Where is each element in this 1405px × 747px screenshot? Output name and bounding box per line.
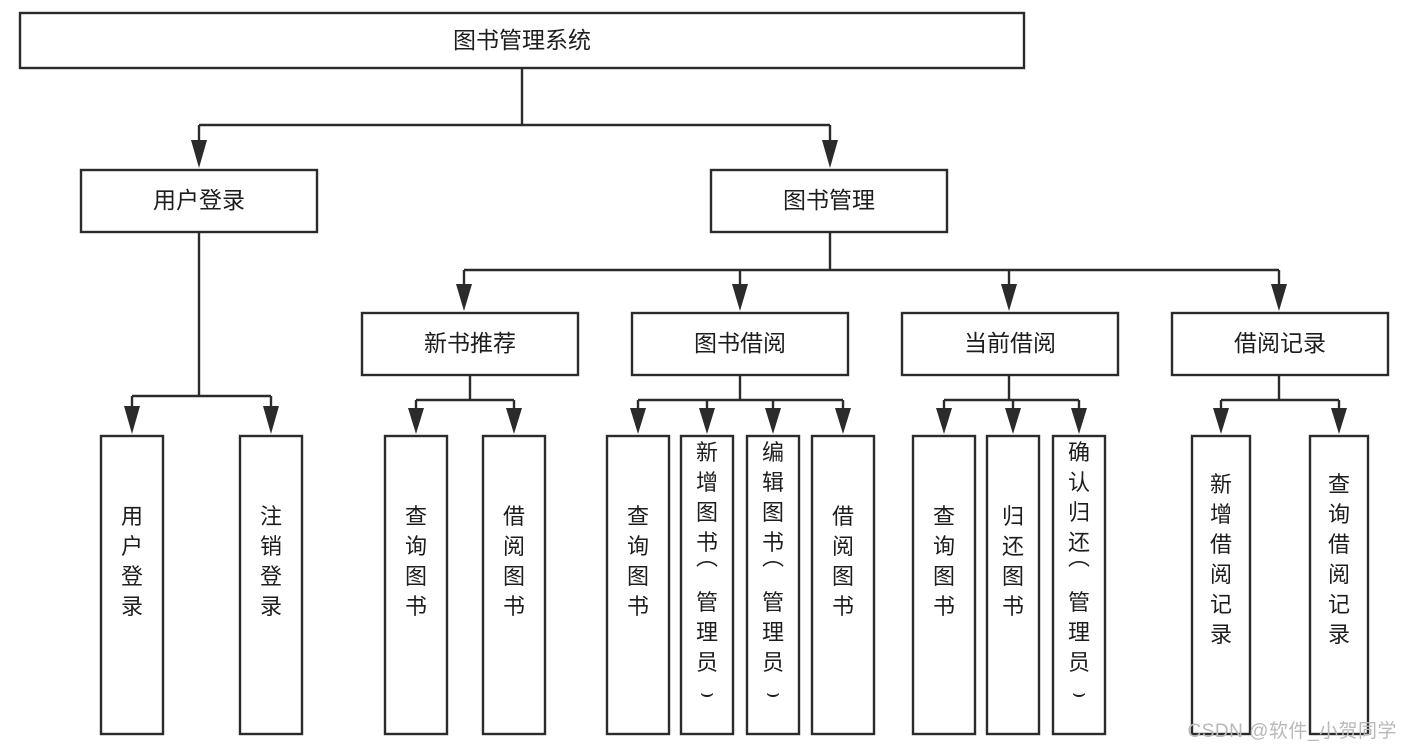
node-borrow-box[interactable] [630,311,850,377]
leaf-edit-book-admin[interactable]: 编辑图书⌒管理员⌣ [745,434,801,736]
node-borrow-label: 图书借阅 [694,330,786,356]
arrow-bookmanage-to-current [1001,284,1017,311]
node-root-label: 图书管理系统 [453,27,591,53]
leaf-query-book-3[interactable]: 查询图书 [911,434,977,736]
arrow-record-leaf-2 [1331,408,1347,434]
leaf-query-book-2-label: 查询图书 [627,504,649,619]
node-user-login-label: 用户登录 [153,187,245,213]
leaf-query-book-2-box[interactable] [605,434,671,736]
leaf-query-borrow-record[interactable]: 查询借阅记录 [1308,434,1370,736]
leaf-edit-book-admin-box[interactable] [745,434,801,736]
node-new-book[interactable]: 新书推荐 [360,311,580,377]
arrow-root-to-user-login [191,140,207,168]
leaf-add-book-admin[interactable]: 新增图书⌒管理员⌣ [679,434,735,736]
leaf-borrow-book-1-label: 借阅图书 [503,504,525,619]
node-root[interactable]: 图书管理系统 [18,11,1026,70]
node-book-manage[interactable]: 图书管理 [709,168,949,234]
leaf-query-book-3-label: 查询图书 [933,504,955,619]
leaf-logout-label: 注销登录 [260,504,282,619]
leaf-add-borrow-record[interactable]: 新增借阅记录 [1190,434,1252,736]
node-book-manage-box[interactable] [709,168,949,234]
leaf-add-book-admin-box[interactable] [679,434,735,736]
node-borrow[interactable]: 图书借阅 [630,311,850,377]
leaf-borrow-book-2-box[interactable] [810,434,876,736]
leaf-return-book-box[interactable] [985,434,1041,736]
leaf-borrow-book-1[interactable]: 借阅图书 [481,434,547,736]
leaf-query-borrow-record-label: 查询借阅记录 [1328,472,1350,647]
arrow-bookmanage-to-new-book [456,284,472,311]
leaf-add-book-admin-label: 新增图书⌒管理员⌣ [696,440,718,705]
leaf-borrow-book-2-label: 借阅图书 [832,504,854,619]
connector-layer [124,68,1347,434]
node-layer: 图书管理系统 用户登录 图书管理 新书推荐 图书借阅 当前 [18,11,1390,736]
arrow-userlogin-leaf-1 [124,406,140,434]
arrow-newbook-leaf-2 [506,408,522,434]
leaf-confirm-return-admin-label: 确认归还⌒管理员⌣ [1068,440,1090,705]
arrow-current-leaf-1 [936,408,952,434]
leaf-add-borrow-record-box[interactable] [1190,434,1252,736]
leaf-query-book-3-box[interactable] [911,434,977,736]
leaf-edit-book-admin-label: 编辑图书⌒管理员⌣ [762,440,784,705]
node-root-box[interactable] [18,11,1026,70]
node-new-book-box[interactable] [360,311,580,377]
leaf-user-login-box[interactable] [99,434,165,736]
arrow-bookmanage-to-record [1271,284,1287,311]
node-current-borrow-box[interactable] [900,311,1120,377]
leaf-user-login-label: 用户登录 [121,504,143,619]
arrow-root-to-book-manage [822,140,838,168]
node-user-login-box[interactable] [79,168,319,234]
arrow-current-leaf-2 [1005,408,1021,434]
arrow-borrow-leaf-4 [835,408,851,434]
arrow-userlogin-leaf-2 [263,406,279,434]
leaf-add-borrow-record-label: 新增借阅记录 [1210,472,1232,647]
leaf-logout-box[interactable] [238,434,304,736]
arrow-borrow-leaf-3 [765,408,781,434]
leaf-borrow-book-2[interactable]: 借阅图书 [810,434,876,736]
leaf-confirm-return-admin-box[interactable] [1051,434,1107,736]
node-borrow-record-label: 借阅记录 [1234,330,1326,356]
leaf-borrow-book-1-box[interactable] [481,434,547,736]
arrow-borrow-leaf-1 [630,408,646,434]
node-current-borrow-label: 当前借阅 [964,330,1056,356]
arrow-record-leaf-1 [1213,408,1229,434]
leaf-query-book-1-label: 查询图书 [405,504,427,619]
leaf-logout[interactable]: 注销登录 [238,434,304,736]
arrow-borrow-leaf-2 [699,408,715,434]
node-user-login[interactable]: 用户登录 [79,168,319,234]
leaf-user-login[interactable]: 用户登录 [99,434,165,736]
leaf-return-book[interactable]: 归还图书 [985,434,1041,736]
leaf-query-book-1-box[interactable] [383,434,449,736]
leaf-query-book-2[interactable]: 查询图书 [605,434,671,736]
arrow-current-leaf-3 [1071,408,1087,434]
leaf-query-borrow-record-box[interactable] [1308,434,1370,736]
node-current-borrow[interactable]: 当前借阅 [900,311,1120,377]
arrow-newbook-leaf-1 [408,408,424,434]
leaf-query-book-1[interactable]: 查询图书 [383,434,449,736]
node-new-book-label: 新书推荐 [424,330,516,356]
arrow-bookmanage-to-borrow [732,284,748,311]
node-borrow-record-box[interactable] [1170,311,1390,377]
node-book-manage-label: 图书管理 [783,187,875,213]
node-borrow-record[interactable]: 借阅记录 [1170,311,1390,377]
leaf-confirm-return-admin[interactable]: 确认归还⌒管理员⌣ [1051,434,1107,736]
leaf-return-book-label: 归还图书 [1002,504,1024,619]
